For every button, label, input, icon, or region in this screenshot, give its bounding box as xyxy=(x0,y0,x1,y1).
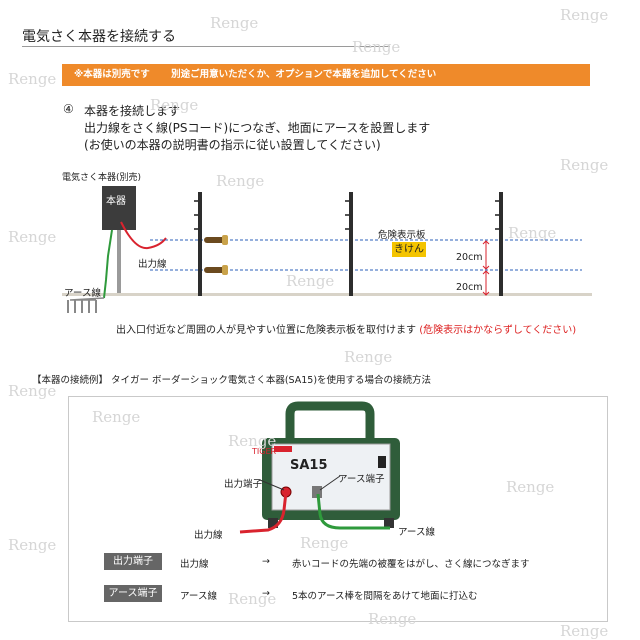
step-heading: 本器を接続します xyxy=(84,104,181,118)
earth-terminal-knob xyxy=(312,486,322,498)
watermark: Renge xyxy=(150,96,199,114)
output-terminal-label: 出力端子 xyxy=(224,479,263,490)
row-arrow-earth: → xyxy=(262,588,270,599)
spacing-bottom-label: 20cm xyxy=(456,282,483,293)
watermark: Renge xyxy=(300,534,349,552)
notice-left-text: ※本器は別売です xyxy=(74,69,150,80)
row-wire-earth: アース線 xyxy=(180,591,217,602)
device-earth-wire xyxy=(316,493,390,530)
watermark: Renge xyxy=(8,382,57,400)
sign-caption: 危険表示板 xyxy=(378,230,426,241)
watermark: Renge xyxy=(8,228,57,246)
row-arrow-output: → xyxy=(262,556,270,567)
bottom-caption-text: 出入口付近など周囲の人が見やすい位置に危険表示板を取付けます xyxy=(116,325,416,336)
unit-box xyxy=(102,186,136,230)
unit-caption: 電気さく本器(別売) xyxy=(62,173,142,183)
device-illustration xyxy=(262,401,400,528)
device-model: SA15 xyxy=(290,458,328,473)
row-desc-earth: 5本のアース棒を間隔をあけて地面に打込む xyxy=(292,591,478,602)
device-panel xyxy=(271,443,391,511)
watermark: Renge xyxy=(368,610,417,628)
device-brand: TIGER xyxy=(252,447,277,456)
notice-right-text: 別途ご用意いただくか、オプションで本器を追加してください xyxy=(171,69,437,80)
fence-post-2 xyxy=(349,192,353,296)
device-wires xyxy=(239,475,390,534)
output-wire-label: 出力線 xyxy=(138,259,167,270)
watermark: Renge xyxy=(506,478,555,496)
step-number: ④ xyxy=(63,102,74,116)
fence-diagram xyxy=(62,186,592,313)
row-desc-output: 赤いコードの先端の被覆をはがし、さく線につなぎます xyxy=(292,559,530,570)
earth-wire xyxy=(103,229,113,299)
danger-sign: きけん xyxy=(392,242,426,257)
bottom-caption-red: (危険表示はかならずしてください) xyxy=(419,325,577,336)
watermark: Renge xyxy=(508,224,557,242)
earth-terminal-label: アース端子 xyxy=(338,474,385,485)
watermark: Renge xyxy=(216,172,265,190)
watermark: Renge xyxy=(228,432,277,450)
fence-post-1 xyxy=(198,192,202,296)
watermark: Renge xyxy=(352,38,401,56)
earth-wire-label: アース線 xyxy=(64,288,101,299)
title-divider xyxy=(22,46,390,47)
watermark: Renge xyxy=(560,6,609,24)
row-badge-output: 出力端子 xyxy=(104,553,162,570)
watermark: Renge xyxy=(560,622,609,640)
gate-handle-lower xyxy=(204,265,228,275)
earth-rods xyxy=(67,300,97,313)
post-ticks xyxy=(194,200,499,230)
watermark: Renge xyxy=(92,408,141,426)
example-heading: 【本器の接続例】 タイガー ボーダーショック電気さく本器(SA15)を使用する場… xyxy=(32,375,432,386)
fence-post-3 xyxy=(499,192,503,296)
step-line-1: 出力線をさく線(PSコード)につなぎ、地面にアースを設置します xyxy=(84,121,431,135)
watermark: Renge xyxy=(8,536,57,554)
device-output-wire xyxy=(239,491,288,534)
ground-line xyxy=(62,293,592,296)
watermark: Renge xyxy=(8,70,57,88)
row-badge-earth: アース端子 xyxy=(104,585,162,602)
watermark: Renge xyxy=(210,14,259,32)
spacing-arrows xyxy=(482,240,490,296)
watermark: Renge xyxy=(286,272,335,290)
output-wire xyxy=(120,221,167,250)
gate-handle-upper xyxy=(204,235,228,245)
device-output-wire-label: 出力線 xyxy=(194,530,223,541)
notice-banner: ※本器は別売です 別途ご用意いただくか、オプションで本器を追加してください xyxy=(62,64,590,86)
watermark: Renge xyxy=(344,348,393,366)
row-wire-output: 出力線 xyxy=(180,559,209,570)
unit-stand xyxy=(117,230,121,293)
watermark: Renge xyxy=(560,156,609,174)
step-line-2: (お使いの本器の説明書の指示に従い設置してください) xyxy=(84,138,381,152)
device-earth-wire-label: アース線 xyxy=(398,527,435,538)
spacing-top-label: 20cm xyxy=(456,252,483,263)
watermark: Renge xyxy=(228,590,277,608)
unit-label: 本器 xyxy=(106,196,126,207)
page-title: 電気さく本器を接続する xyxy=(22,29,176,45)
bottom-caption: 出入口付近など周囲の人が見やすい位置に危険表示板を取付けます (危険表示はかなら… xyxy=(116,321,576,336)
